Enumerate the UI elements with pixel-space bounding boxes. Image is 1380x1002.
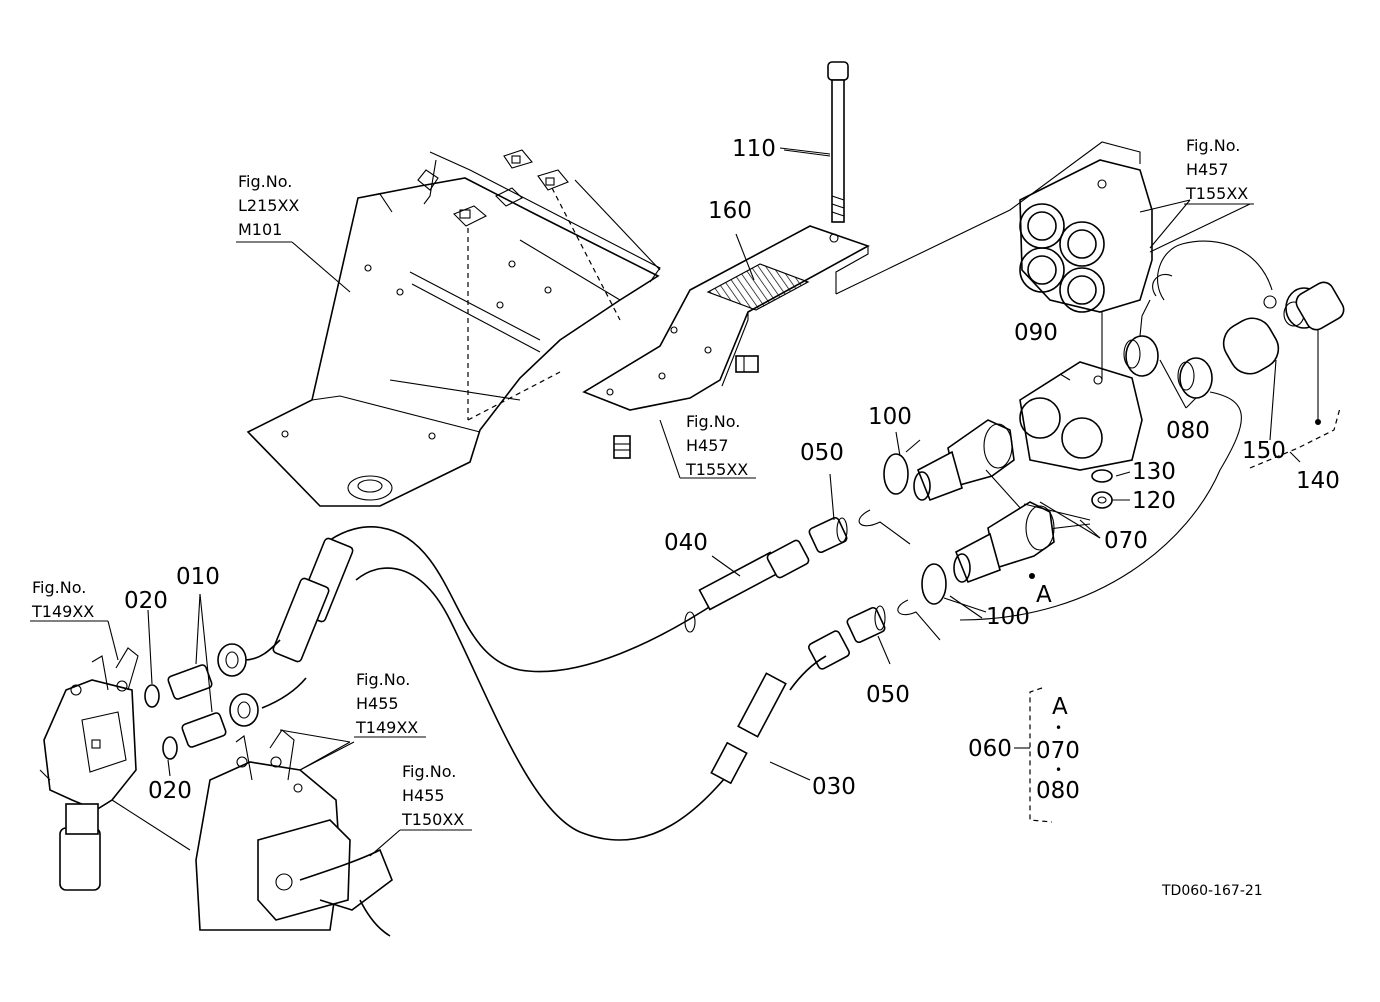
part-label-080: 080 (1166, 418, 1210, 444)
part-label-040: 040 (664, 530, 708, 556)
fig-ref-h455-t149: Fig.No. H455 T149XX (356, 670, 419, 737)
part-label-130: 130 (1132, 459, 1176, 485)
coupler-block-lower (1019, 312, 1143, 480)
part-label-050-lower: 050 (866, 682, 910, 708)
snap-ring-lower (921, 563, 947, 605)
part-label-030: 030 (812, 774, 856, 800)
control-valves-centre (195, 729, 393, 937)
fender-plate (246, 149, 661, 507)
washer (1091, 469, 1113, 483)
o-ring-lower (162, 736, 178, 760)
part-label-020-upper: 020 (124, 588, 168, 614)
adaptors-010 (167, 593, 227, 748)
part-label-010: 010 (176, 564, 220, 590)
kit-legend-item-070: 070 (1036, 738, 1080, 764)
dust-caps (959, 240, 1345, 621)
adaptor-upper (808, 516, 848, 554)
bracket-plate (582, 225, 870, 459)
drawing-code: TD060-167-21 (1162, 883, 1263, 899)
fig-ref-h457-mid: Fig.No. H457 T155XX (686, 412, 749, 479)
part-label-140: 140 (1296, 468, 1340, 494)
quick-coupler-lower (953, 501, 1091, 584)
o-ring-upper (144, 684, 160, 708)
kit-legend-dot-2: • (1055, 763, 1063, 777)
kit-legend-title: A (1052, 694, 1068, 720)
part-label-150: 150 (1242, 438, 1286, 464)
part-label-120: 120 (1132, 488, 1176, 514)
fig-ref-h457-top: Fig.No. H457 T155XX (1186, 136, 1249, 203)
part-label-160: 160 (708, 198, 752, 224)
kit-legend-item-080: 080 (1036, 778, 1080, 804)
hose-ends-left (217, 537, 354, 727)
part-label-060: 060 (968, 736, 1012, 762)
part-label-020-lower: 020 (148, 778, 192, 804)
part-label-090: 090 (1014, 320, 1058, 346)
coupler-block-upper (1019, 159, 1153, 313)
part-label-100-lower: 100 (986, 604, 1030, 630)
nut (1091, 491, 1113, 509)
kit-bracket (1029, 687, 1053, 823)
part-label-100-upper: 100 (868, 404, 912, 430)
long-bolt (779, 61, 849, 223)
fig-ref-l215: Fig.No. L215XX M101 (238, 172, 300, 239)
adaptor-lower (846, 605, 886, 644)
kit-legend-dot-1: • (1055, 721, 1063, 735)
detail-marker-a: A (1036, 582, 1052, 608)
fig-ref-h455-t150: Fig.No. H455 T150XX (402, 762, 465, 829)
snap-ring-upper (883, 453, 909, 495)
part-label-070: 070 (1104, 528, 1148, 554)
hose-upper (329, 526, 810, 673)
part-label-110: 110 (732, 136, 776, 162)
fig-ref-t149: Fig.No. T149XX (32, 578, 95, 621)
part-label-050-upper: 050 (800, 440, 844, 466)
control-valve-left (39, 647, 191, 891)
hose-lower (355, 567, 850, 841)
